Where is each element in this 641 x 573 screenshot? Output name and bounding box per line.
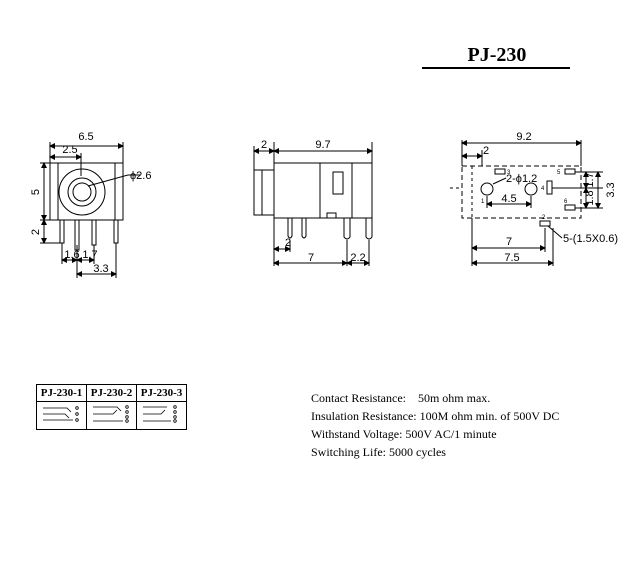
pin-number-3: 3	[507, 170, 511, 176]
variant-schematic-2	[86, 401, 137, 430]
bottom-hole-label: 2-ϕ1.2	[506, 173, 537, 185]
pin-number-4: 4	[541, 186, 545, 192]
variant-header-1: PJ-230-1	[36, 384, 87, 402]
title-underline	[422, 67, 570, 69]
front-pin-b-label: 1.7	[82, 249, 97, 261]
front-offset-label: 2.5	[62, 144, 77, 156]
spec-insulation-resistance: Insulation Resistance: 100M ohm min. of …	[311, 409, 560, 423]
side-pin-gap-label: 2	[285, 237, 291, 249]
front-foot-label: 2	[30, 229, 42, 235]
spec-withstand-voltage: Withstand Voltage: 500V AC/1 minute	[311, 427, 497, 441]
variant-header-2: PJ-230-2	[86, 384, 137, 402]
spec-contact-resistance: Contact Resistance: 50m ohm max.	[311, 391, 491, 405]
spec-switching-life: Switching Life: 5000 cycles	[311, 445, 446, 459]
front-diameter-label: ϕ2.6	[130, 170, 151, 182]
pin-number-1: 1	[481, 199, 485, 205]
bottom-span2-label: 7.5	[504, 252, 519, 264]
bottom-pad-h-label: 3.3	[605, 182, 617, 197]
bottom-pad-v1-label: 1.7	[584, 172, 596, 187]
side-pin-end-label: 2.2	[350, 252, 365, 264]
front-height-label: 5	[30, 189, 42, 195]
variant-schematic-3	[136, 401, 187, 430]
bottom-offset-label: 2	[483, 145, 489, 157]
side-lead-label: 2	[261, 139, 267, 151]
front-width-label: 6.5	[78, 131, 93, 143]
variant-header-3: PJ-230-3	[136, 384, 187, 402]
side-body-label: 9.7	[315, 139, 330, 151]
bottom-span1-label: 7	[506, 236, 512, 248]
specifications: Contact Resistance: 50m ohm max. Insulat…	[311, 389, 559, 461]
bottom-pad-v2-label: 1.8	[584, 190, 596, 205]
bottom-hole-span-label: 4.5	[501, 193, 516, 205]
front-view	[40, 142, 140, 278]
bottom-width-label: 9.2	[516, 131, 531, 143]
drawing-title: PJ-230	[467, 44, 527, 66]
variants-table: PJ-230-1 PJ-230-2 PJ-230-3	[36, 384, 187, 430]
front-pin-a-label: 1.6	[64, 249, 79, 261]
side-pin-pos-label: 7	[308, 252, 314, 264]
pin-number-2: 2	[542, 215, 546, 221]
pin-number-6: 6	[564, 199, 568, 205]
bottom-view	[450, 140, 603, 266]
front-pin-span-label: 3.3	[93, 263, 108, 275]
bottom-slot-label: 5-(1.5X0.6)	[563, 233, 618, 245]
side-view	[253, 142, 373, 266]
pin-number-5: 5	[557, 170, 561, 176]
variant-schematic-1	[36, 401, 87, 430]
